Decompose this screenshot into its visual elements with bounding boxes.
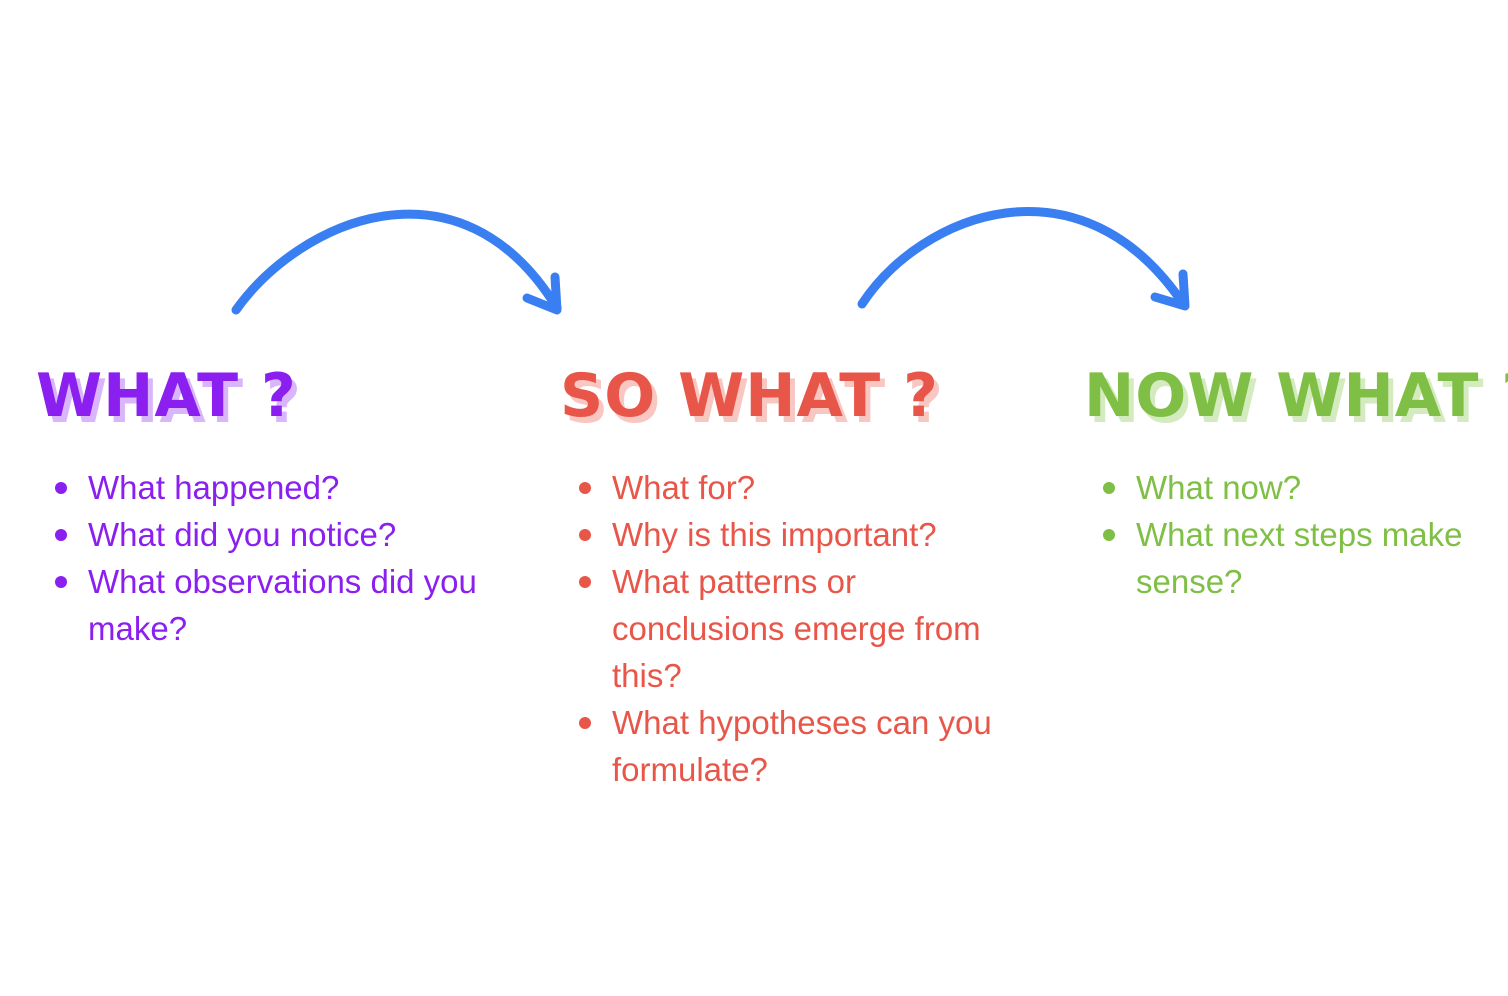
so-what-heading: SO WHAT ? bbox=[560, 361, 939, 431]
what-heading: WHAT ? bbox=[36, 361, 297, 431]
list-item: What patterns or conclusions emerge from… bbox=[560, 558, 1030, 699]
list-item: What next steps make sense? bbox=[1084, 511, 1494, 605]
arrow-curve bbox=[231, 209, 562, 315]
list-item: What did you notice? bbox=[36, 511, 506, 558]
so-what-column: SO WHAT ? What for? Why is this importan… bbox=[560, 350, 1030, 793]
so-what-bullet-list: What for? Why is this important? What pa… bbox=[560, 464, 1030, 793]
arrowhead-icon bbox=[522, 272, 562, 315]
arrow-curve bbox=[857, 207, 1189, 310]
now-what-heading: NOW WHAT ? bbox=[1084, 361, 1508, 431]
list-item: What now? bbox=[1084, 464, 1494, 511]
now-what-column: NOW WHAT ? What now? What next steps mak… bbox=[1084, 350, 1508, 605]
arrow-so-what-to-now-what bbox=[857, 207, 1190, 311]
list-item: What hypotheses can you formulate? bbox=[560, 699, 1030, 793]
now-what-bullet-list: What now? What next steps make sense? bbox=[1084, 464, 1494, 605]
list-item: What for? bbox=[560, 464, 1030, 511]
list-item: What observations did you make? bbox=[36, 558, 506, 652]
list-item: What happened? bbox=[36, 464, 506, 511]
what-column: WHAT ? What happened? What did you notic… bbox=[36, 350, 506, 652]
arrowhead-icon bbox=[1150, 269, 1190, 311]
list-item: Why is this important? bbox=[560, 511, 1030, 558]
arrow-what-to-so-what bbox=[231, 209, 562, 315]
what-bullet-list: What happened? What did you notice? What… bbox=[36, 464, 506, 652]
